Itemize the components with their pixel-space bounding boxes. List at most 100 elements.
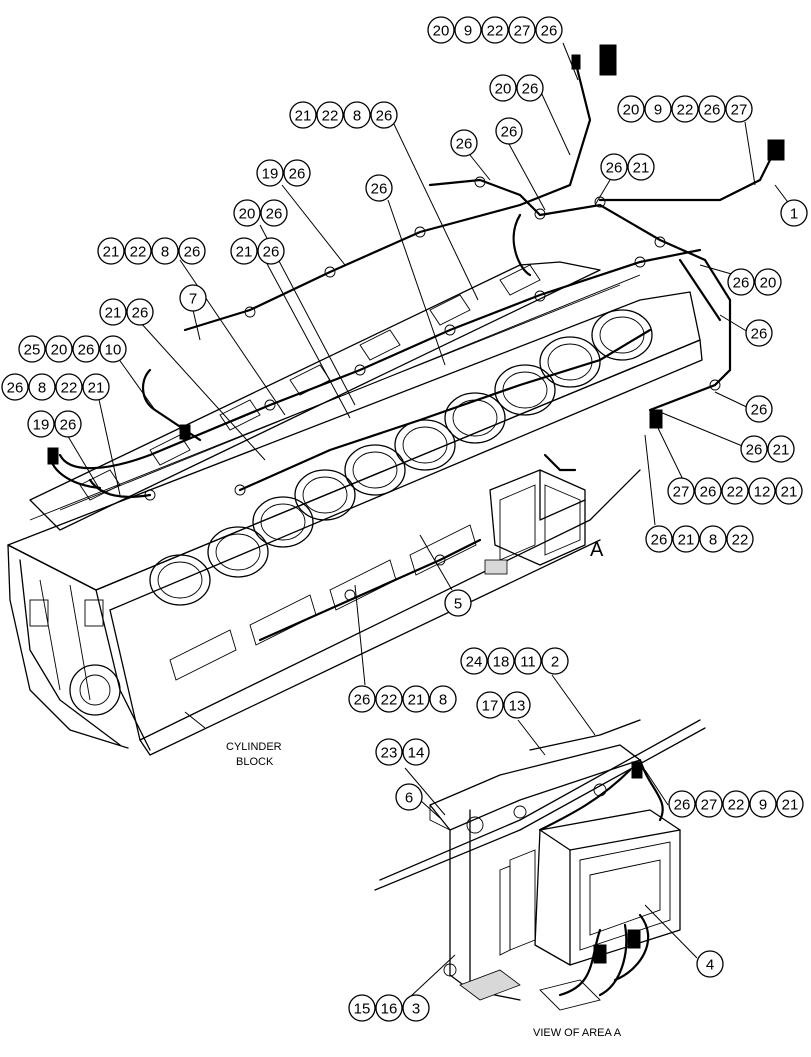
callout-circle	[600, 153, 628, 181]
callout-circle	[460, 647, 488, 675]
callout-balloon: 26	[495, 117, 523, 145]
callout-balloon: 27	[695, 790, 723, 818]
callout-circle	[55, 373, 83, 401]
callout-circle	[495, 117, 523, 145]
callout-circle	[727, 268, 755, 296]
callout-balloon: 21	[767, 435, 795, 463]
callout-number: 26	[751, 402, 768, 419]
callout-number: 21	[633, 160, 650, 177]
callout-number: 13	[509, 698, 526, 715]
callout-balloon: 20	[754, 268, 782, 296]
callout-balloon: 19	[256, 159, 284, 187]
callout-balloon: 22	[721, 477, 749, 505]
callout-number: 8	[353, 108, 361, 125]
callout-number: 20	[51, 342, 68, 359]
callout-number: 8	[38, 380, 46, 397]
callout-number: 26	[606, 160, 623, 177]
callout-circle	[450, 129, 478, 157]
callout-number: 23	[381, 745, 398, 762]
callout-balloon: 9	[454, 16, 482, 44]
callout-circle	[503, 691, 531, 719]
cylinder-bores	[149, 309, 653, 606]
callout-number: 26	[733, 275, 750, 292]
callout-group: 6	[395, 783, 423, 811]
callout-balloon: 26	[178, 237, 206, 265]
callout-circle	[767, 435, 795, 463]
callout-group: 21 26	[230, 237, 285, 265]
callout-number: 21	[782, 797, 799, 814]
callout-number: 26	[354, 692, 371, 709]
callout-circle	[481, 16, 509, 44]
callout-number: 26	[7, 380, 24, 397]
callout-number: 21	[236, 244, 253, 261]
callout-balloon: 8	[28, 373, 56, 401]
callout-circle	[695, 790, 723, 818]
callout-circle	[427, 16, 455, 44]
callout-balloon: 8	[151, 237, 179, 265]
callout-circle	[178, 237, 206, 265]
callout-circle	[72, 335, 100, 363]
callout-balloon: 20	[233, 199, 261, 227]
callout-circle	[444, 589, 472, 617]
callout-number: 8	[709, 532, 717, 549]
callout-balloon: 19	[27, 410, 55, 438]
callout-balloon: 26	[698, 95, 726, 123]
callout-balloon: 2	[541, 647, 569, 675]
callout-circle	[668, 790, 696, 818]
callout-circle	[257, 237, 285, 265]
callout-balloon: 8	[699, 525, 727, 553]
callout-balloon: 22	[375, 685, 403, 713]
callout-circle	[644, 95, 672, 123]
callout-group: 4	[696, 950, 724, 978]
callout-balloon: 16	[375, 994, 403, 1022]
callout-number: 26	[651, 532, 668, 549]
view-of-area-a-caption: VIEW OF AREA A	[533, 1027, 622, 1039]
callout-circle	[179, 284, 207, 312]
callout-number: 19	[33, 417, 50, 434]
callout-balloon: 21	[672, 525, 700, 553]
callout-number: 6	[405, 790, 413, 807]
callout-circle	[487, 647, 515, 675]
callout-circle	[740, 435, 768, 463]
callout-balloon: 22	[55, 373, 83, 401]
callout-number: 9	[654, 102, 662, 119]
callout-circle	[454, 16, 482, 44]
callout-circle	[82, 373, 110, 401]
callout-balloon: 13	[503, 691, 531, 719]
callout-circle	[748, 477, 776, 505]
callout-balloon: 26	[72, 335, 100, 363]
callout-circle	[348, 685, 376, 713]
callout-number: 22	[322, 108, 339, 125]
callout-number: 26	[263, 244, 280, 261]
callout-balloon: 26	[365, 174, 393, 202]
callout-balloon: 14	[402, 738, 430, 766]
callout-balloon: 9	[644, 95, 672, 123]
callout-number: 1	[790, 206, 798, 223]
callout-number: 26	[751, 326, 768, 343]
callout-number: 26	[184, 244, 201, 261]
callout-number: 22	[130, 244, 147, 261]
callout-number: 21	[105, 305, 122, 322]
callout-balloon: 27	[508, 16, 536, 44]
callout-number: 8	[439, 692, 447, 709]
callout-balloon: 20	[45, 335, 73, 363]
callout-circle	[151, 237, 179, 265]
callout-circle	[97, 237, 125, 265]
callout-circle	[429, 685, 457, 713]
callout-number: 26	[456, 136, 473, 153]
callout-circle	[27, 410, 55, 438]
callout-balloon: 26	[668, 790, 696, 818]
callout-number: 26	[522, 81, 539, 98]
callout-number: 2	[551, 654, 559, 671]
callout-group: 26	[495, 117, 523, 145]
